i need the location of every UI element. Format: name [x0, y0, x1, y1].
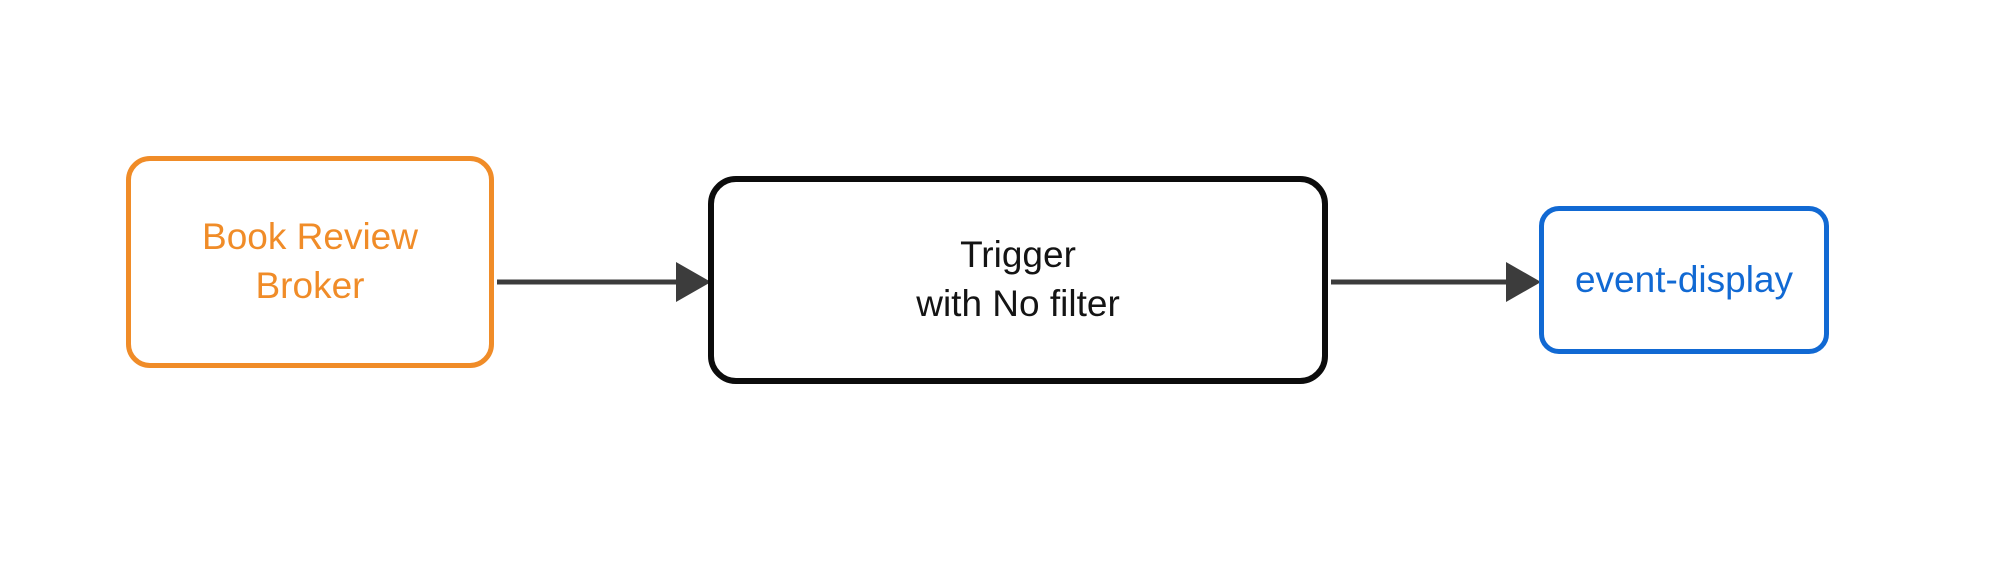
node-source-label: Book Review Broker [202, 216, 418, 306]
node-book-review-broker[interactable]: Book Review Broker [126, 156, 494, 368]
node-event-display[interactable]: event-display [1539, 206, 1829, 354]
edge-trigger-sink [1331, 262, 1541, 302]
edge-source-trigger [497, 262, 711, 302]
node-trigger-with-no-filter[interactable]: Trigger with No filter [708, 176, 1328, 384]
node-sink-label: event-display [1574, 258, 1793, 300]
node-trigger-label: Trigger with No filter [916, 234, 1120, 324]
